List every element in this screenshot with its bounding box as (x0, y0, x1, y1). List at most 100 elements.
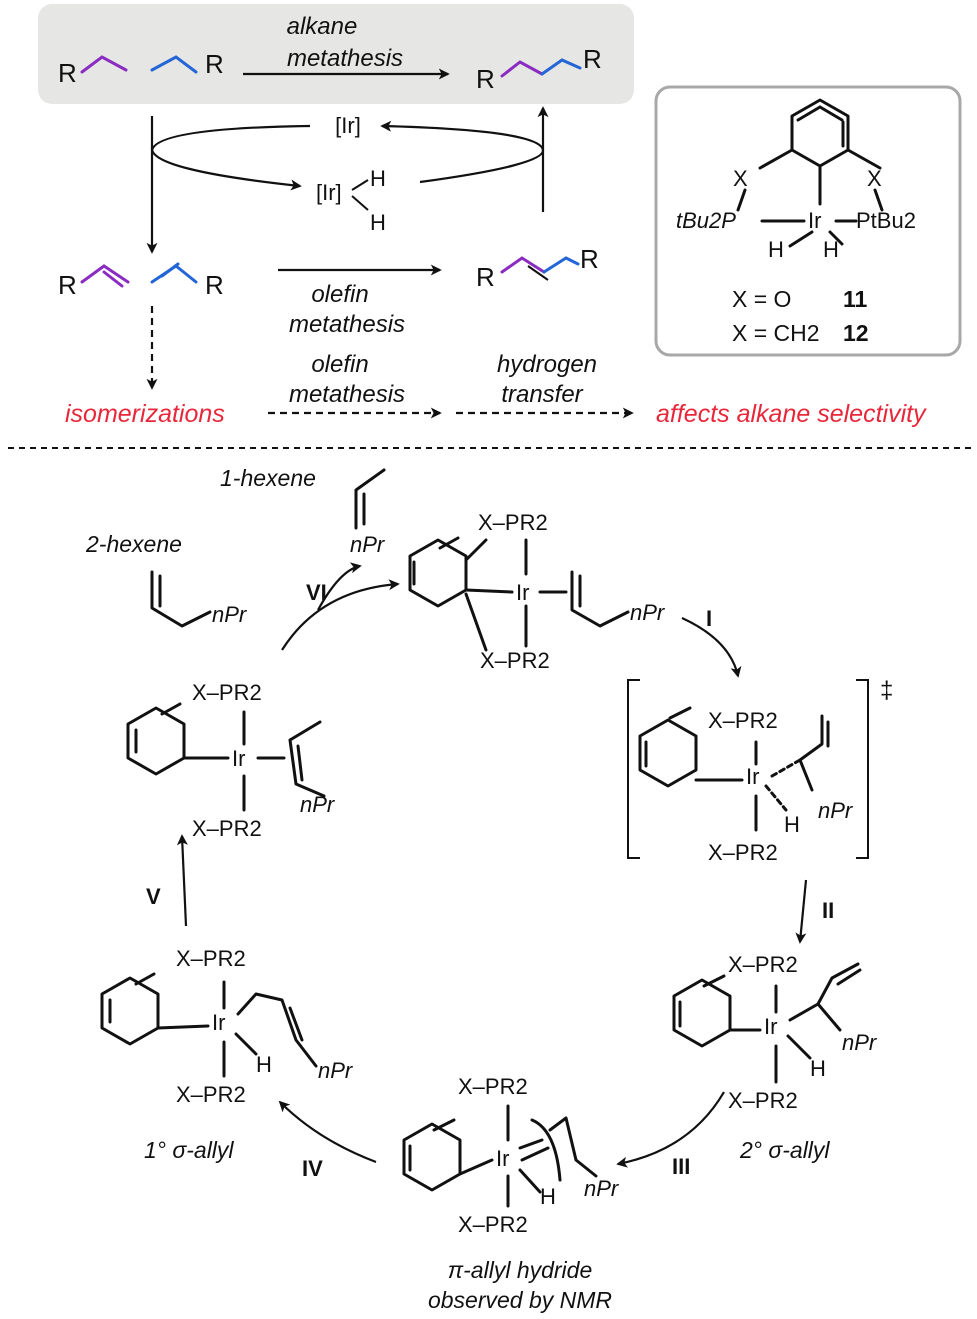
hydride-h: H (810, 1056, 826, 1081)
loop-arrow-to-ir (380, 120, 545, 151)
x-label: X (867, 166, 882, 191)
alkane-metathesis-panel: R R alkane metathesis R R (38, 4, 634, 104)
ir-label: Ir (496, 1146, 509, 1171)
xpr2-label: X–PR2 (728, 952, 798, 977)
olefin-metathesis-label-2: metathesis (289, 381, 405, 408)
ptbu2-label: PtBu2 (856, 208, 916, 233)
hydride-h: H (256, 1052, 272, 1077)
step-label: VI (306, 580, 327, 605)
xpr2-label: X–PR2 (176, 1082, 246, 1107)
transition-state: ‡ X–PR2 X–PR2 Ir H nPr (627, 677, 893, 865)
primary-sigma-allyl-complex: X–PR2 X–PR2 Ir H nPr 1° σ-allyl (100, 946, 354, 1163)
npr-label: nPr (584, 1176, 620, 1201)
r-label: R (205, 270, 224, 300)
ir-label: Ir (746, 764, 759, 789)
step-iii-arrow (616, 1091, 725, 1168)
1-hexene-label: 2-hexene (85, 531, 182, 557)
step-v-arrow (176, 834, 188, 927)
x-label: X (733, 166, 748, 191)
catalyst-row-number: 12 (843, 320, 869, 346)
catalyst-row-label: X = CH2 (732, 320, 820, 346)
hydrogen-transfer-label: transfer (501, 381, 583, 408)
xpr2-label: X–PR2 (192, 816, 262, 841)
secondary-allyl-label: 2° σ-allyl (739, 1137, 830, 1163)
hydride-h-label: H (370, 166, 386, 191)
step-label: III (672, 1154, 690, 1179)
pi-allyl-label: π-allyl hydride (448, 1257, 593, 1283)
xpr2-label: X–PR2 (708, 840, 778, 865)
loop-arrow-top (150, 124, 311, 151)
step-ii-arrow (795, 879, 808, 944)
xpr2-label: X–PR2 (480, 648, 550, 673)
1-hexene: 2-hexene nPr (85, 531, 248, 628)
ir-label: Ir (516, 580, 529, 605)
ir-1-hexene-complex: X–PR2 X–PR2 Ir nPr (408, 510, 666, 673)
ts-symbol: ‡ (880, 677, 893, 704)
olefin-metathesis-label: olefin (311, 281, 368, 308)
r-label: R (205, 49, 224, 79)
step-iv-arrow (278, 1100, 377, 1164)
alkane-product: R R (476, 44, 602, 94)
npr-label: nPr (350, 532, 386, 557)
isomerizations-label: isomerizations (65, 400, 225, 428)
alkane-metathesis-label: metathesis (287, 45, 403, 72)
step-label: IV (302, 1156, 323, 1181)
alkane-metathesis-label: alkane (287, 13, 358, 40)
ts-h-label: H (784, 812, 800, 837)
ir-dihydride-label: [Ir] (316, 180, 342, 205)
step-label: II (822, 898, 834, 923)
npr-label: nPr (842, 1030, 878, 1055)
tbu2p-label: tBu2P (676, 208, 736, 233)
hydrogen-transfer-label: hydrogen (497, 351, 597, 378)
r-label: R (476, 64, 495, 94)
r-label: R (58, 270, 77, 300)
hydride-h-label: H (370, 210, 386, 235)
primary-allyl-label: 1° σ-allyl (144, 1137, 234, 1163)
xpr2-label: X–PR2 (192, 680, 262, 705)
xpr2-label: X–PR2 (458, 1212, 528, 1237)
pi-allyl-label: observed by NMR (428, 1287, 612, 1313)
xpr2-label: X–PR2 (728, 1088, 798, 1113)
ir-2-hexene-complex: X–PR2 X–PR2 Ir nPr (126, 680, 336, 841)
hydride-h: H (540, 1184, 556, 1209)
olefin-metathesis-label: metathesis (289, 311, 405, 338)
step-label: I (706, 606, 712, 631)
npr-label: nPr (212, 602, 248, 627)
ir-label: Ir (232, 746, 245, 771)
ir-label: Ir (808, 208, 821, 233)
npr-label: nPr (318, 1058, 354, 1083)
xpr2-label: X–PR2 (478, 510, 548, 535)
ir-label: [Ir] (335, 113, 361, 138)
ir-label: Ir (764, 1014, 777, 1039)
affects-selectivity-label: affects alkane selectivity (656, 400, 927, 428)
2-hexene-label: 1-hexene (220, 465, 316, 491)
npr-label: nPr (300, 792, 336, 817)
catalyst-row-number: 11 (843, 286, 868, 312)
olefin-metathesis-label-2: olefin (311, 351, 368, 378)
step-vi-release-arrow (317, 562, 362, 611)
r-label: R (580, 244, 599, 274)
hydride-h: H (768, 237, 784, 262)
ir-label: Ir (212, 1010, 225, 1035)
catalyst-row-label: X = O (732, 286, 791, 312)
pi-allyl-hydride-complex: X–PR2 X–PR2 Ir H nPr π-allyl hydride obs… (402, 1074, 620, 1313)
ir-catalytic-loop: [Ir] [Ir] H H (146, 106, 549, 254)
alkane-panel-background (38, 4, 634, 104)
2-hexene: 1-hexene nPr (220, 465, 386, 557)
r-label: R (476, 262, 495, 292)
secondary-sigma-allyl-complex: X–PR2 X–PR2 Ir H nPr 2° σ-allyl (672, 952, 878, 1163)
catalyst-box: X X tBu2P Ir PtBu2 H H X = O 11 X = CH2 … (654, 85, 962, 357)
npr-label: nPr (630, 600, 666, 625)
catalyst-box-border (654, 85, 962, 357)
xpr2-label: X–PR2 (458, 1074, 528, 1099)
xpr2-label: X–PR2 (176, 946, 246, 971)
step-i-arrow (681, 617, 742, 678)
xpr2-label: X–PR2 (708, 708, 778, 733)
alkane-pair-reactants: R R (58, 49, 224, 88)
r-label: R (583, 44, 602, 74)
olefin-pair: R R (58, 262, 224, 300)
olefin-product: R R (476, 244, 599, 292)
step-label: V (146, 884, 161, 909)
r-label: R (58, 58, 77, 88)
